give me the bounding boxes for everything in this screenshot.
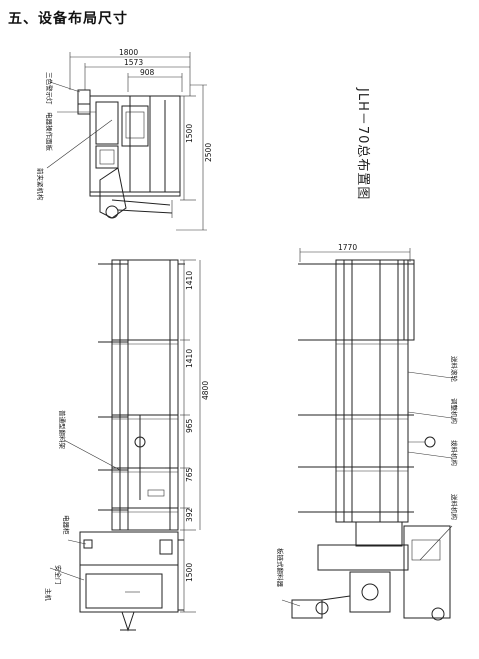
drawing-title: JLH－70总布置图 bbox=[355, 87, 370, 200]
dim-1410-b: 1410 bbox=[185, 349, 194, 368]
section-heading: 五、设备布局尺寸 bbox=[8, 11, 128, 27]
top-view: 1800 1573 908 1500 2500 bbox=[36, 48, 213, 231]
label-feed: 送料机构 bbox=[450, 494, 459, 521]
dim-965: 965 bbox=[185, 418, 194, 433]
dim-765: 765 bbox=[185, 467, 194, 482]
dim-1500-top: 1500 bbox=[185, 124, 194, 143]
dim-1770: 1770 bbox=[338, 243, 357, 252]
label-adjust: 调整机构 bbox=[450, 398, 459, 425]
dim-392: 392 bbox=[185, 507, 194, 522]
dim-1410-a: 1410 bbox=[185, 271, 194, 290]
label-cabinet: 电器柜 bbox=[62, 515, 71, 535]
right-view: 1770 送料滚轮 调整机构 拨料机构 送 bbox=[276, 243, 459, 621]
dim-2500: 2500 bbox=[204, 143, 213, 162]
label-bending-rack: 普通型翻料架 bbox=[58, 410, 67, 450]
left-view: 1410 1410 965 765 392 4800 1500 普通型翻料架 电… bbox=[44, 259, 210, 632]
label-cutter: 前夹紧机构 bbox=[36, 168, 45, 201]
dim-4800: 4800 bbox=[201, 381, 210, 400]
label-lift: 拨料机构 bbox=[450, 440, 459, 467]
label-safety-door: 安全门 bbox=[54, 565, 63, 585]
dim-1800: 1800 bbox=[119, 48, 138, 57]
dim-908: 908 bbox=[140, 68, 155, 77]
label-main-unit: 主机 bbox=[44, 588, 53, 602]
label-operation-panel: 电器操作面板 bbox=[45, 112, 54, 152]
label-feed-guide: 送料滚轮 bbox=[450, 356, 459, 383]
dim-1500-left: 1500 bbox=[185, 563, 194, 582]
dim-1573: 1573 bbox=[124, 58, 143, 67]
label-tricolor-lamp: 三色警示灯 bbox=[45, 72, 54, 105]
label-tiltable: 板链式翻料器 bbox=[276, 548, 285, 588]
